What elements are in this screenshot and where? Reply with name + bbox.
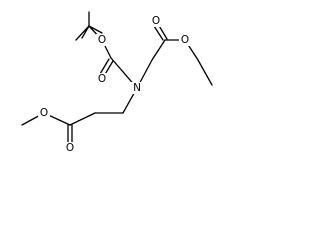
atom-bg-ethyl-carbonyl-o bbox=[150, 15, 162, 27]
boc-carbonyl-oxygen-label: O bbox=[98, 73, 106, 85]
chain-bond-3 bbox=[69, 112, 96, 126]
methyl-ester-oxygen-label: O bbox=[40, 107, 48, 119]
nitrogen-label: N bbox=[133, 82, 141, 94]
ethyl-ester-oxygen-label: O bbox=[181, 34, 189, 46]
atom-bg-methyl-ester-o bbox=[38, 107, 50, 119]
atom-bg-methyl-carbonyl-o bbox=[64, 142, 76, 154]
atom-bg-nitrogen bbox=[131, 82, 143, 94]
ethyl-carbonyl-double-bond-a bbox=[153, 25, 164, 41]
ethyl-ch2-to-ch3 bbox=[197, 59, 213, 86]
atom-bg-boc-carbonyl-o bbox=[96, 73, 108, 85]
boc-carbonyl-double-bond-a bbox=[99, 58, 110, 75]
tbutyl-bond-right bbox=[88, 25, 103, 34]
tbutyl-bond-left bbox=[75, 25, 90, 41]
ch2-to-ethyl-carbonyl bbox=[151, 39, 166, 61]
ethyl-carbonyl-oxygen-label: O bbox=[152, 15, 160, 27]
atom-bg-boc-ester-o bbox=[96, 34, 108, 46]
bond-lines bbox=[21, 11, 213, 146]
atom-bg-ethyl-ester-o bbox=[179, 34, 191, 46]
boc-ester-oxygen-label: O bbox=[98, 34, 106, 46]
methyl-carbonyl-oxygen-label: O bbox=[66, 142, 74, 154]
atom-labels: O O N O O O O bbox=[38, 15, 191, 154]
chemical-structure: O O N O O O O bbox=[21, 11, 213, 154]
